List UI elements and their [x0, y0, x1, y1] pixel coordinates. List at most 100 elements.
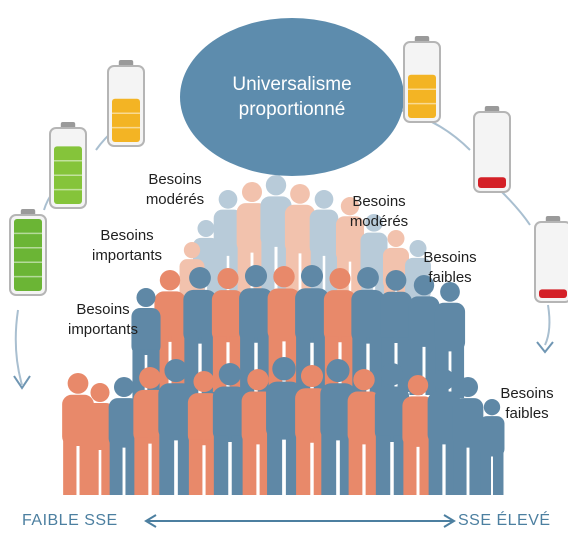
person-head — [139, 367, 161, 389]
person-head — [183, 242, 201, 259]
person-head — [300, 265, 324, 288]
battery-icon — [473, 106, 511, 193]
person-leg-left — [296, 436, 311, 495]
person-head — [413, 275, 435, 296]
person-leg-left — [213, 435, 229, 495]
person-leg-left — [403, 441, 417, 495]
person-torso — [309, 209, 339, 256]
person-leg-left — [267, 432, 283, 495]
person-leg-right — [492, 451, 504, 495]
person-leg-left — [132, 349, 145, 400]
label-right-upper-moderate: Besoins modérés — [349, 193, 409, 230]
person-silhouette — [452, 377, 484, 495]
person-leg-left — [159, 433, 175, 495]
person-head — [300, 365, 324, 388]
person-leg-right — [469, 441, 483, 495]
person-head — [193, 371, 215, 393]
person-silhouette — [212, 363, 248, 495]
person-silhouette — [351, 267, 385, 395]
person-head — [67, 373, 89, 394]
person-torso — [479, 416, 505, 457]
label-right-middle-low: Besoins faibles — [423, 249, 477, 286]
person-torso — [158, 383, 194, 441]
person-head — [329, 268, 351, 290]
person-torso — [266, 381, 302, 440]
battery-level-fill — [14, 219, 42, 291]
battery-level-fill — [408, 74, 436, 118]
person-torso — [374, 386, 410, 443]
person-torso — [408, 296, 440, 347]
person-torso — [335, 216, 365, 262]
person-head — [440, 282, 460, 302]
center-title-line2: proportionné — [238, 99, 346, 120]
person-head — [272, 357, 296, 381]
person-torso — [183, 289, 217, 344]
person-torso — [131, 307, 161, 356]
person-head — [113, 377, 135, 398]
person-head — [189, 267, 211, 289]
person-silhouette — [479, 399, 505, 495]
person-leg-left — [321, 433, 337, 495]
person-torso — [402, 396, 434, 447]
battery-icon — [534, 216, 568, 303]
person-leg-left — [86, 444, 99, 495]
label-left-upper-moderate: Besoins modérés — [145, 171, 205, 208]
person-torso — [239, 288, 273, 343]
person-torso — [323, 290, 357, 343]
person-head — [217, 268, 239, 290]
person-silhouette — [374, 363, 410, 495]
axis-label-low-ses: FAIBLE SSE — [22, 512, 118, 529]
battery-level-fill — [539, 289, 567, 298]
arrow-down-right — [536, 341, 554, 354]
person-torso — [295, 288, 329, 343]
axis-arrow-left-icon — [144, 514, 157, 528]
center-title-line1: Universalisme — [232, 74, 352, 95]
ses-axis-arrow — [144, 514, 456, 528]
person-torso — [360, 232, 388, 277]
person-head — [218, 363, 242, 386]
person-leg-left — [134, 437, 149, 495]
crowd-silhouettes — [62, 175, 505, 495]
arc-right-middle — [499, 189, 531, 226]
person-head — [353, 369, 375, 391]
arrow-down-left — [13, 375, 31, 390]
person-head — [136, 288, 156, 308]
person-head — [409, 240, 427, 257]
person-torso — [213, 209, 243, 256]
battery-icons — [9, 36, 568, 303]
person-head — [365, 214, 383, 232]
arc-left-bottom — [14, 309, 23, 386]
person-head — [244, 265, 268, 288]
center-ellipse — [180, 18, 404, 176]
person-head — [483, 399, 501, 416]
person-head — [357, 267, 379, 289]
person-head — [290, 184, 310, 204]
person-head — [433, 369, 455, 391]
person-head — [90, 383, 110, 403]
person-torso — [212, 386, 248, 443]
person-leg-left — [480, 451, 492, 495]
battery-shell — [473, 111, 511, 193]
person-leg-left — [242, 438, 257, 495]
battery-level-fill — [112, 98, 140, 142]
axis-arrow-right-icon — [443, 514, 456, 528]
person-head — [265, 175, 287, 196]
person-head — [457, 377, 479, 398]
battery-icon — [403, 36, 441, 123]
label-right-lower-low: Besoins faibles — [500, 385, 554, 422]
person-torso — [236, 203, 268, 253]
person-leg-left — [188, 439, 203, 495]
person-torso — [452, 398, 484, 448]
person-silhouette — [309, 190, 339, 300]
person-torso — [351, 289, 385, 344]
person-torso — [434, 302, 466, 352]
axis-label-high-ses: SSE ÉLEVÉ — [458, 512, 551, 529]
person-head — [197, 220, 215, 237]
person-torso — [187, 393, 221, 446]
battery-icon — [107, 60, 145, 147]
person-torso — [320, 383, 356, 441]
person-torso — [427, 391, 461, 445]
arc-right-bottom — [544, 304, 551, 346]
person-torso — [154, 291, 186, 342]
